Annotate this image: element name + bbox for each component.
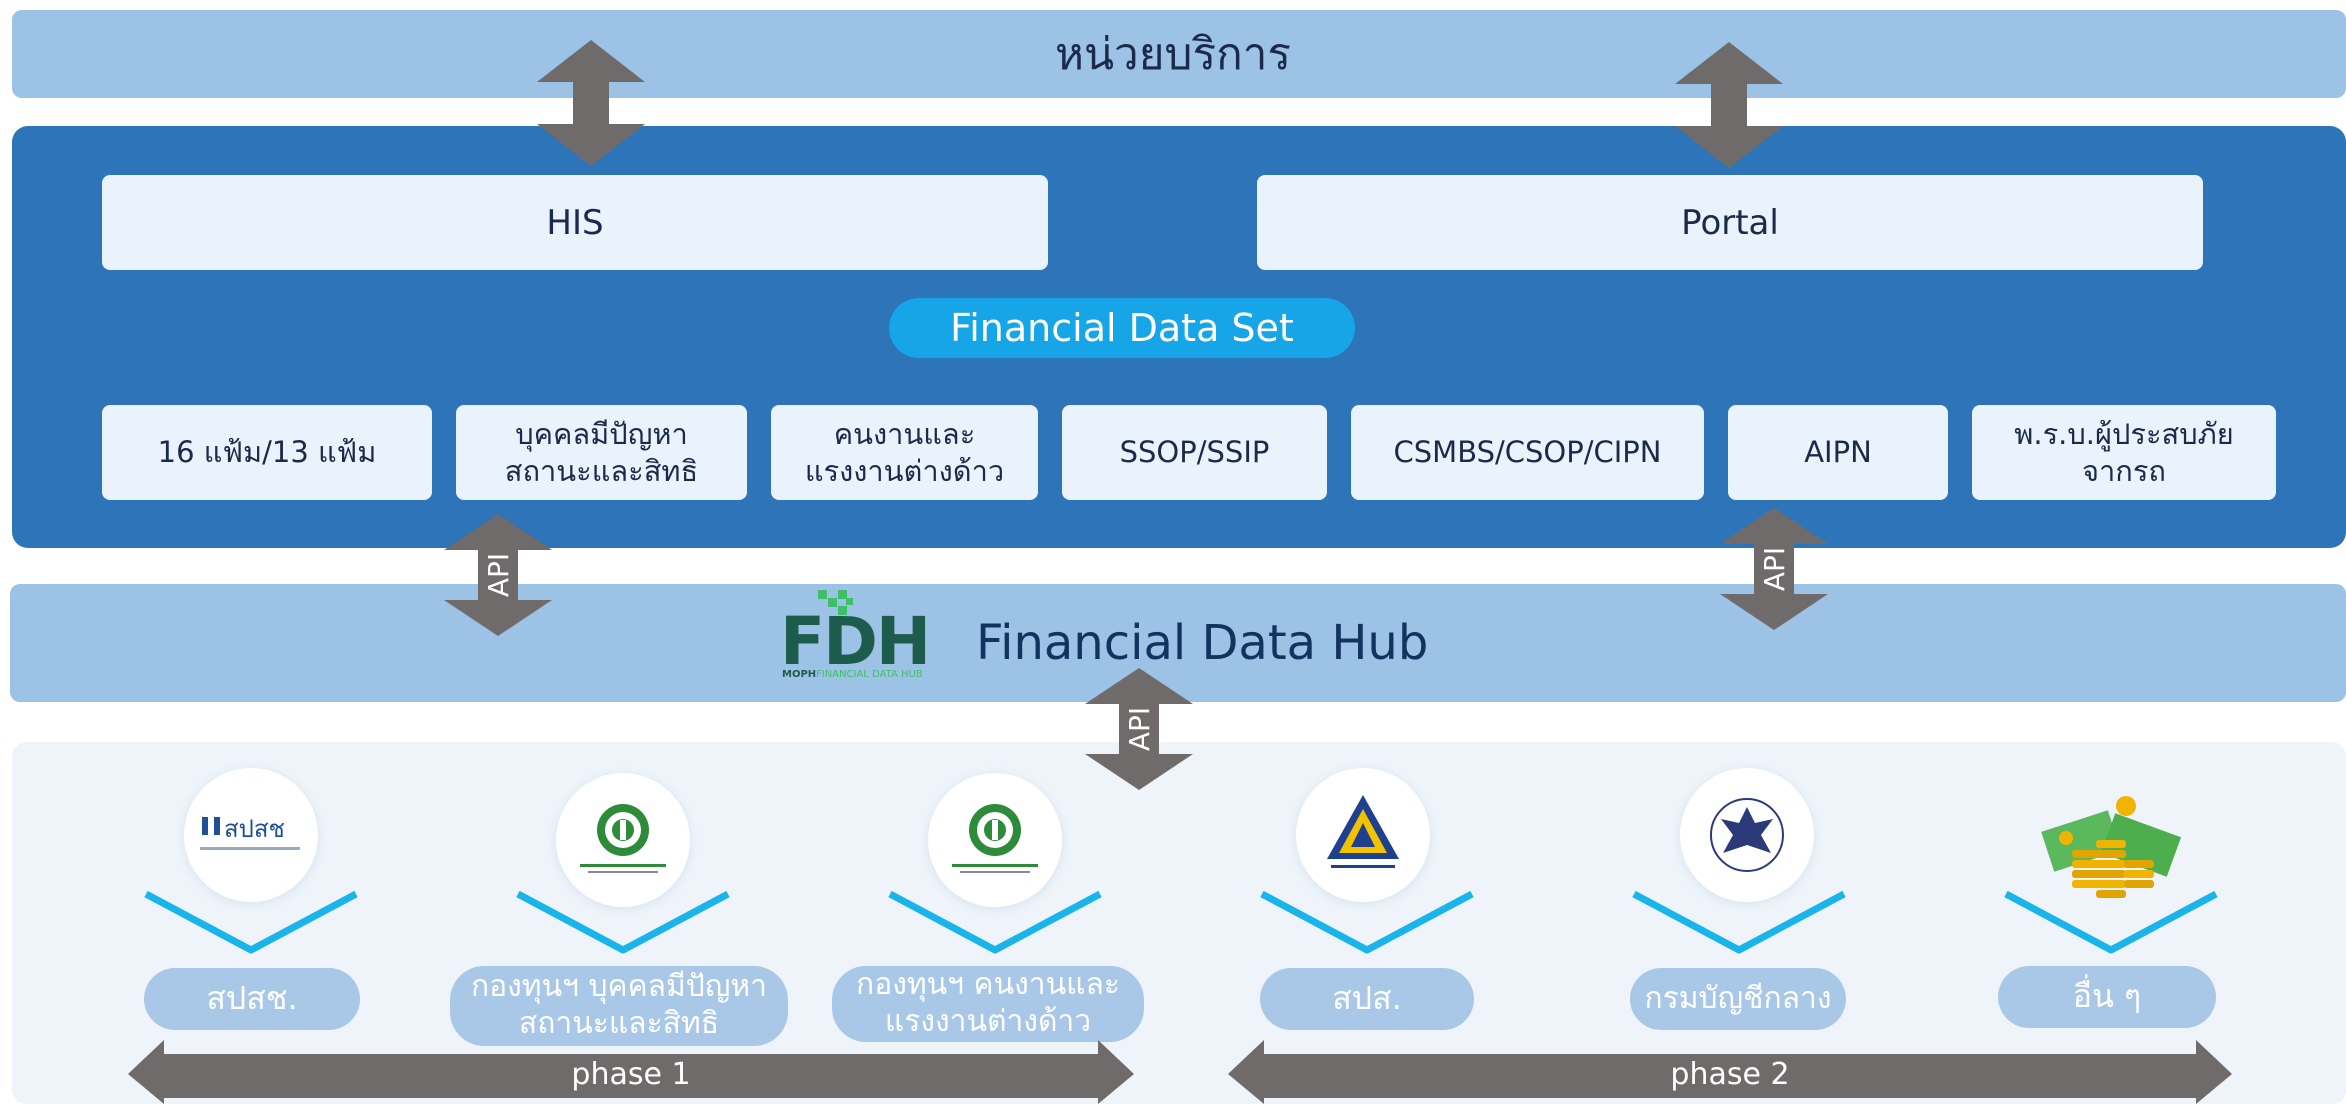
moph-emblem-graphic [580,804,666,873]
chevron-icon [2004,890,2218,954]
service-unit-title: หน่วยบริการ [1054,29,1292,80]
fdh-logo-subtext-a: MOPH [782,669,816,680]
moph-emblem-graphic [952,804,1038,873]
file-box-status-rights: บุคคลมีปัญหา สถานะและสิทธิ [456,405,747,500]
agency-label: อื่น ๆ [2072,977,2142,1016]
agency-pill-comptroller: กรมบัญชีกลาง [1630,968,1846,1030]
agency-label: กองทุนฯ คนงานและ แรงงานต่างด้าว [856,967,1120,1039]
api-label: API [1758,547,1791,591]
chevron-icon [1260,890,1474,954]
double-arrow-icon [537,40,645,166]
chevron-icon [144,890,358,954]
fdh-logo-text: FDH [780,603,929,680]
sso-logo-icon [1296,768,1430,902]
portal-box: Portal [1257,175,2203,270]
phase-1-label: phase 1 [571,1056,691,1092]
api-arrow-icon: API [1720,508,1828,630]
agency-pill-sso: สปส. [1260,968,1474,1030]
service-unit-band [12,10,2346,98]
agency-label: กองทุนฯ บุคคลมีปัญหา สถานะและสิทธิ [470,969,768,1041]
moph-emblem-icon [928,773,1062,907]
garuda-emblem-graphic [1710,798,1784,872]
api-label: API [1123,707,1156,751]
phase-1-arrow [128,1040,1134,1104]
nhso-logo-graphic: สปสช [200,811,300,850]
fdh-logo-icon: FDH MOPH FINANCIAL DATA HUB [780,590,931,680]
file-label: CSMBS/CSOP/CIPN [1393,435,1662,470]
api-arrow-icon: API [444,514,552,636]
api-label: API [482,553,515,597]
financial-data-hub-title: Financial Data Hub [976,615,1429,671]
his-box: HIS [102,175,1048,270]
file-label: คนงานและ แรงงานต่างด้าว [804,417,1005,488]
fdh-logo-subtext-b: FINANCIAL DATA HUB [816,669,923,680]
file-label: พ.ร.บ.ผู้ประสบภัย จากรถ [2014,417,2234,488]
agency-label: สปส. [1332,979,1402,1018]
agency-pill-status-rights-fund: กองทุนฯ บุคคลมีปัญหา สถานะและสิทธิ [450,966,788,1046]
phase-2-arrow [1228,1040,2232,1104]
financial-data-set-label: Financial Data Set [889,298,1355,358]
chevron-icon [1632,890,1846,954]
logo-pixel [838,606,847,615]
logo-pixel [828,598,837,607]
chevron-icon [516,890,730,954]
file-label: บุคคลมีปัญหา สถานะและสิทธิ [504,417,699,488]
payer-agencies-panel [12,742,2346,1104]
logo-pixel [846,598,853,605]
api-arrow-icon: API [1085,668,1193,790]
chevron-icon [888,890,1102,954]
nhso-logo-icon: สปสช [184,768,318,902]
agency-pill-nhso: สปสช. [144,968,360,1030]
logo-pixel [838,590,847,599]
phase-2-label: phase 2 [1670,1056,1790,1092]
file-label: SSOP/SSIP [1119,435,1270,470]
money-coins-icon [2041,796,2182,898]
nhso-logo-text: สปสช [224,815,285,843]
file-box-vehicle-victims: พ.ร.บ.ผู้ประสบภัย จากรถ [1972,405,2276,500]
file-box-aipn: AIPN [1728,405,1948,500]
file-box-csmbs: CSMBS/CSOP/CIPN [1351,405,1704,500]
file-label: AIPN [1804,435,1872,470]
double-arrow-icon [1675,42,1783,168]
file-box-foreign-workers: คนงานและ แรงงานต่างด้าว [771,405,1038,500]
financial-data-hub-band [10,584,2346,702]
agency-label: สปสช. [206,979,298,1018]
sso-logo-graphic [1327,795,1399,868]
logo-pixel [818,590,827,599]
agency-label: กรมบัญชีกลาง [1644,980,1832,1016]
moph-emblem-icon [556,773,690,907]
file-label: 16 แฟ้ม/13 แฟ้ม [157,435,377,470]
agency-pill-foreign-workers-fund: กองทุนฯ คนงานและ แรงงานต่างด้าว [832,966,1144,1042]
file-box-ssop: SSOP/SSIP [1062,405,1327,500]
file-box-16-13: 16 แฟ้ม/13 แฟ้ม [102,405,432,500]
agency-pill-others: อื่น ๆ [1998,966,2216,1028]
garuda-emblem-icon [1680,768,1814,902]
